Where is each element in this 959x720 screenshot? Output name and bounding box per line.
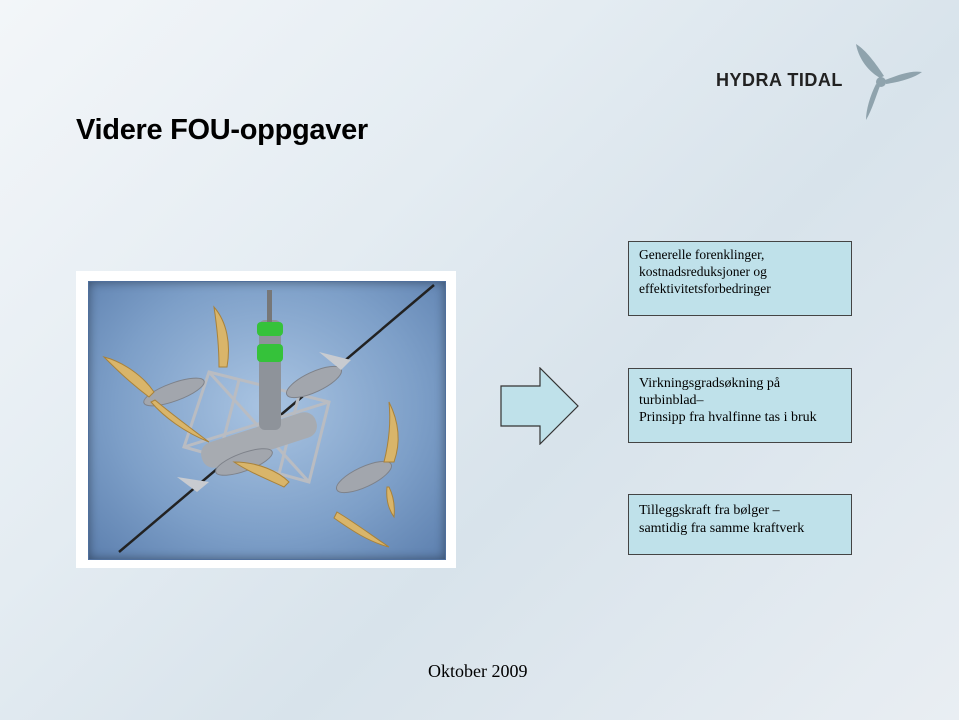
textbox-line: kostnadsreduksjoner og (639, 264, 767, 279)
turbine-image-frame (76, 271, 456, 568)
logo-text: HYDRA TIDAL (716, 70, 843, 90)
textbox-line: effektivitetsforbedringer (639, 281, 771, 296)
textbox-line: Prinsipp fra hvalfinne tas i bruk (639, 410, 817, 425)
right-arrow-icon (500, 367, 579, 445)
textbox-line: Generelle forenklinger, (639, 247, 765, 262)
textbox-line: samtidig fra samme kraftverk (639, 521, 805, 536)
slide-footer-date: Oktober 2009 (428, 661, 528, 681)
tidal-turbine-render-icon (102, 284, 435, 553)
textbox-line: Tilleggskraft fra bølger – (639, 503, 780, 518)
turbine-image (88, 281, 446, 560)
textbox-wave-power: Tilleggskraft fra bølger – samtidig fra … (628, 494, 852, 555)
turbine-blades-logo-icon (856, 44, 922, 120)
textbox-line: turbinblad– (639, 393, 704, 408)
logo: HYDRA TIDAL (712, 40, 932, 124)
textbox-simplifications: Generelle forenklinger, kostnadsreduksjo… (628, 241, 852, 316)
textbox-line: Virkningsgradsøkning på (639, 376, 781, 391)
slide-title: Videre FOU-oppgaver (76, 114, 368, 146)
textbox-efficiency: Virkningsgradsøkning på turbinblad– Prin… (628, 368, 852, 443)
